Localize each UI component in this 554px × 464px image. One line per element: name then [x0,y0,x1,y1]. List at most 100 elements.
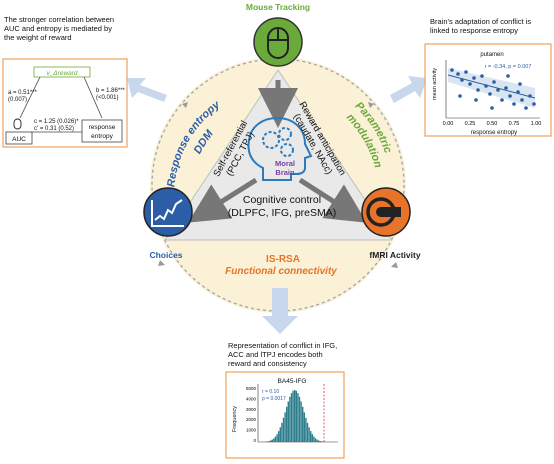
bottom-stat-r: r = 0.10 [262,389,279,395]
scatter-point [474,98,478,102]
histogram-bar [298,396,301,442]
scatter-point [518,82,522,86]
histogram-bar [284,412,286,442]
b-path-2: (<0.001) [96,95,119,101]
right-caption-1: Brain's adaptation of conflict is [430,17,531,26]
histogram-bar [279,427,281,442]
ba45-title: BA45-IFG [278,378,307,385]
histogram-bar [276,434,278,442]
scatter-point [506,74,510,78]
histogram-bar [271,439,273,442]
a-path-1: a = 0.51*** [8,90,38,96]
histogram-bar [286,406,288,442]
ring-bottom-label-2: Functional connectivity [225,266,337,277]
histogram-bar [313,436,315,442]
center-title-2: Brain [275,168,295,177]
mediator-label: v_Δreward [46,70,77,77]
mouse-small-icon [13,118,22,130]
right-stat: r = -0.34, p = 0.007 [485,64,532,70]
histogram-bar [266,441,269,442]
entropy-label-2: entropy [91,133,113,140]
arrow-to-left-panel [127,78,167,102]
histogram-bar [316,439,318,442]
bottom-ytick: 4000 [246,396,257,401]
scatter-point [520,98,524,102]
bottom-ytick: 1000 [246,428,257,433]
right-xtick: 0.75 [509,121,520,127]
scatter-point [508,94,512,98]
histogram-bar [294,390,296,442]
histogram-bar [311,434,313,442]
scatter-point [528,94,532,98]
histogram-bar [318,440,320,442]
histogram-bar [310,431,312,442]
scatter-point [464,70,468,74]
a-path-2: (0.007) [8,97,27,103]
auc-label: AUC [12,136,26,143]
histogram-bar [287,401,289,442]
histogram-bar [278,431,280,442]
scatter-point [450,68,454,72]
histogram-bar [305,417,307,442]
mouse-icon [267,27,289,59]
scatter-point [472,76,476,80]
auc-box [5,131,33,145]
histogram-bar [302,406,304,442]
head-gears-icon [247,116,313,181]
histogram-bar [319,441,321,442]
putamen-title: putamen [480,52,503,58]
histogram-bar [270,440,272,442]
right-ylabel: mean activity [432,68,438,100]
ring-bottom-label-1: IS-RSA [266,254,300,265]
histogram-bar [290,393,293,442]
scatter-point [500,98,504,102]
scatter-point [488,92,492,96]
scatter-point [480,74,484,78]
scatter-point [460,78,464,82]
arrow-to-right-panel [390,76,427,103]
choices-label: Choices [149,250,182,260]
center-title-1: Moral [275,159,295,168]
mediator-box [33,66,91,78]
c-path-2: c' = 0.31 (0.52) [34,126,74,132]
scatter-point [504,86,508,90]
scatter-point [492,80,496,84]
histogram-bar [289,396,291,442]
path-a [19,76,41,119]
bottom-ylabel: Frequency [232,406,238,432]
right-xtick: 0.25 [465,121,476,127]
ring-arrow-3 [158,260,165,266]
scatter-point [532,102,536,106]
right-xtick: 0.50 [487,121,498,127]
scatter-point [456,72,460,76]
bottom-caption-2: ACC and lTPJ encodes both [228,350,323,359]
bottom-stat-p: p = 0.0017 [262,396,286,402]
bottom-ytick: 2000 [246,417,257,422]
histogram-bar [292,390,294,442]
scatter-point [458,94,462,98]
mri-scanner-icon [366,197,401,227]
mouse-tracking-title: Mouse Tracking [246,2,310,12]
right-xtick: 0.00 [443,121,454,127]
histogram-bar [303,412,305,442]
right-caption-2: linked to response entropy [430,26,518,35]
scatter-point [490,106,494,110]
c-path-1: c = 1.25 (0.026)* [34,119,79,125]
scatter-point [524,106,528,110]
bottom-ytick: 5000 [246,386,257,391]
ring-arrow-2 [368,102,374,108]
bottom-caption-3: reward and consistency [228,359,307,368]
arrow-to-choices [188,177,258,223]
histogram-bar [297,393,299,442]
bottom-caption-1: Representation of conflict in IFG, [228,341,337,350]
fmri-label: fMRI Activity [369,250,420,260]
mouse-node [253,17,303,67]
histogram-bar [274,436,277,442]
left-caption-1: The stronger correlation between [4,15,114,24]
left-caption-2: AUC and entropy is mediated by [4,24,112,33]
arrow-to-fmri [298,177,367,223]
histogram-bar [314,438,317,442]
left-caption-3: the weight of reward [4,33,72,42]
